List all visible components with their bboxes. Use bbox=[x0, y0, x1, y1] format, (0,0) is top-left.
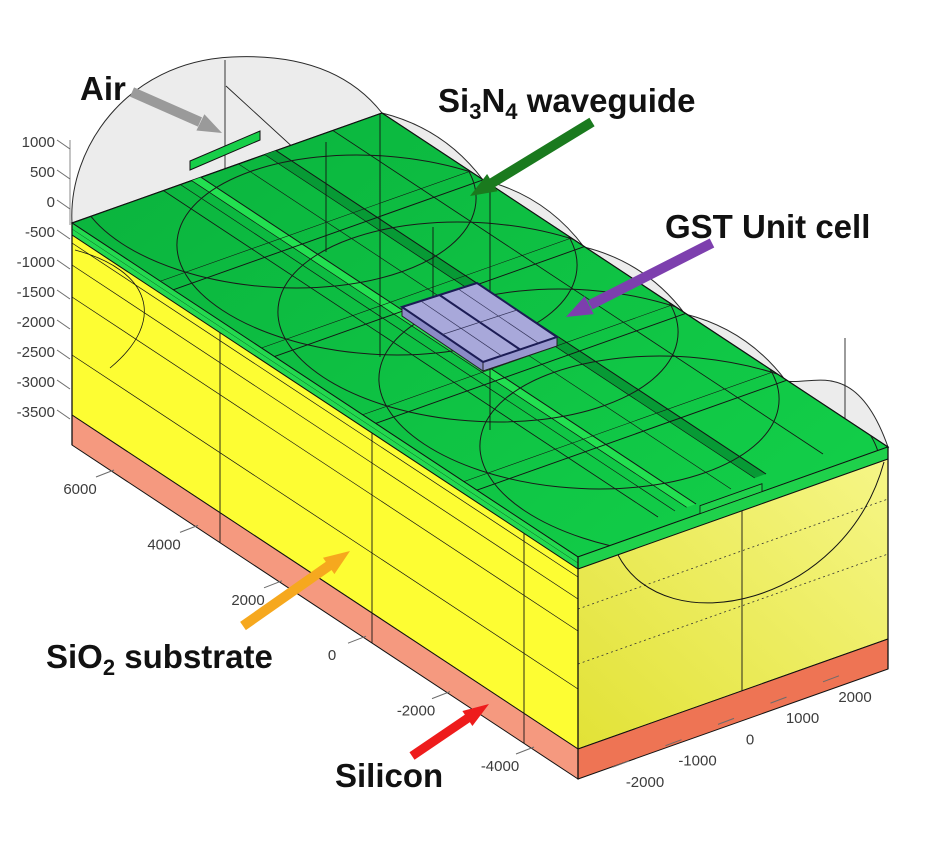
x-axis-tick bbox=[612, 760, 630, 768]
waveguide-label-sub1: 3 bbox=[469, 99, 481, 124]
substrate-label-t2: substrate bbox=[115, 638, 273, 675]
silicon-arrow bbox=[409, 704, 489, 760]
x-axis-tick-label: -2000 bbox=[626, 774, 664, 791]
z-axis-tick-label: -3500 bbox=[17, 404, 55, 421]
cell-line-1 bbox=[173, 179, 484, 291]
waveguide-label: Si3N4 waveguide bbox=[438, 82, 695, 124]
substrate-arrow-shaft bbox=[240, 560, 333, 631]
y-axis-tick-label: 2000 bbox=[231, 592, 264, 609]
z-axis-tick bbox=[56, 259, 71, 270]
waveguide-arrow bbox=[470, 117, 595, 196]
waveguide-label-t3: waveguide bbox=[518, 82, 696, 119]
y-axis-tick-label: -4000 bbox=[481, 758, 519, 775]
z-axis-tick-label: -500 bbox=[25, 224, 55, 241]
z-axis-tick bbox=[56, 289, 71, 300]
gst-unit-cell bbox=[399, 281, 560, 372]
front-diag-2 bbox=[72, 296, 578, 632]
x-axis-tick-label: -1000 bbox=[678, 753, 716, 770]
y-axis-tick bbox=[179, 524, 199, 533]
z-axis-tick bbox=[56, 229, 71, 240]
z-axis-tick-label: 0 bbox=[47, 194, 55, 211]
front-diag-1 bbox=[72, 264, 578, 600]
trench-line-front bbox=[151, 182, 659, 518]
gst-arrow-head bbox=[566, 296, 594, 317]
y-axis-tick bbox=[95, 469, 115, 478]
y-axis-tick bbox=[347, 635, 367, 644]
gst-arrow-shaft bbox=[587, 238, 715, 310]
front-face-mesh bbox=[72, 242, 578, 714]
gst-label: GST Unit cell bbox=[665, 208, 870, 245]
trench-line-front-2 bbox=[168, 176, 676, 512]
air-arrow-shaft bbox=[129, 87, 203, 127]
right-face-mesh bbox=[578, 461, 888, 691]
front-arc-left bbox=[74, 249, 145, 369]
substrate-arrow-head bbox=[323, 551, 350, 575]
waveguide-label-t2: N bbox=[481, 82, 505, 119]
right-cylinder-arc bbox=[617, 461, 885, 604]
z-axis-tick-label: 1000 bbox=[22, 134, 55, 151]
z-axis-tick-label: -3000 bbox=[17, 374, 55, 391]
silicon-arrow-shaft bbox=[409, 714, 471, 760]
cell-line-4 bbox=[476, 379, 787, 491]
y-axis-tick bbox=[515, 746, 535, 755]
y-axis-tick-label: -2000 bbox=[397, 703, 435, 720]
z-axis-tick bbox=[56, 319, 71, 330]
substrate-label-t1: SiO bbox=[46, 638, 103, 675]
y-axis-tick-label: 0 bbox=[328, 647, 336, 664]
y-axis-tick bbox=[263, 580, 283, 589]
waveguide-arrow-shaft bbox=[489, 117, 595, 188]
y-axis-tick-label: 6000 bbox=[63, 481, 96, 498]
trench-line-back bbox=[316, 119, 824, 455]
silicon-front-mesh bbox=[219, 513, 525, 744]
cell-twin-2 bbox=[261, 237, 572, 349]
z-axis-tick bbox=[56, 169, 71, 180]
x-axis-tick-label: 0 bbox=[746, 731, 754, 748]
x-axis-tick bbox=[665, 739, 682, 747]
z-axis-tick bbox=[56, 199, 71, 210]
cell-line-3 bbox=[375, 312, 686, 424]
ridge-edge-front-inner bbox=[180, 173, 687, 508]
air-arrow-head bbox=[196, 114, 222, 133]
substrate-label-sub: 2 bbox=[103, 655, 115, 680]
z-axis-tick-label: -1000 bbox=[17, 254, 55, 271]
axis-ticks: 1000 500 0 -500 -1000 -1500 -2000 -2500 -3000 -35… bbox=[17, 134, 872, 791]
y-axis-tick-label: 4000 bbox=[147, 536, 180, 553]
air-arrow bbox=[129, 87, 222, 133]
z-axis-tick bbox=[56, 139, 71, 150]
z-axis-tick-label: -2000 bbox=[17, 314, 55, 331]
front-diag-4 bbox=[72, 242, 578, 578]
ridge-end-notch-left bbox=[189, 130, 261, 171]
z-axis-tick bbox=[56, 409, 71, 420]
cell-twin-1 bbox=[160, 170, 471, 282]
x-axis-tick-label: 1000 bbox=[786, 710, 819, 727]
x-axis-tick bbox=[770, 696, 787, 704]
gst-mesh-line-3 bbox=[442, 309, 518, 335]
x-axis-tick bbox=[822, 675, 840, 683]
waveguide-label-t1: Si bbox=[438, 82, 469, 119]
z-axis-tick-label: -1500 bbox=[17, 284, 55, 301]
cell-twin-4 bbox=[463, 371, 774, 482]
air-label: Air bbox=[80, 70, 126, 107]
front-diag-3 bbox=[72, 354, 578, 690]
waveguide-arrow-head bbox=[470, 174, 498, 196]
y-axis-tick bbox=[431, 691, 451, 700]
si3n4-front-strip-line bbox=[71, 228, 579, 564]
x-axis-tick bbox=[717, 717, 735, 725]
z-axis-tick-label: 500 bbox=[30, 164, 55, 181]
substrate-label: SiO2 substrate bbox=[46, 638, 273, 680]
waveguide-label-sub2: 4 bbox=[505, 99, 518, 124]
z-axis-tick bbox=[56, 349, 71, 360]
silicon-label: Silicon bbox=[335, 757, 443, 794]
gst-arrow bbox=[566, 238, 715, 317]
z-axis-tick-label: -2500 bbox=[17, 344, 55, 361]
silicon-arrow-head bbox=[462, 704, 489, 726]
x-axis-tick-label: 2000 bbox=[838, 689, 871, 706]
z-axis-tick bbox=[56, 379, 71, 390]
substrate-arrow bbox=[240, 551, 350, 631]
